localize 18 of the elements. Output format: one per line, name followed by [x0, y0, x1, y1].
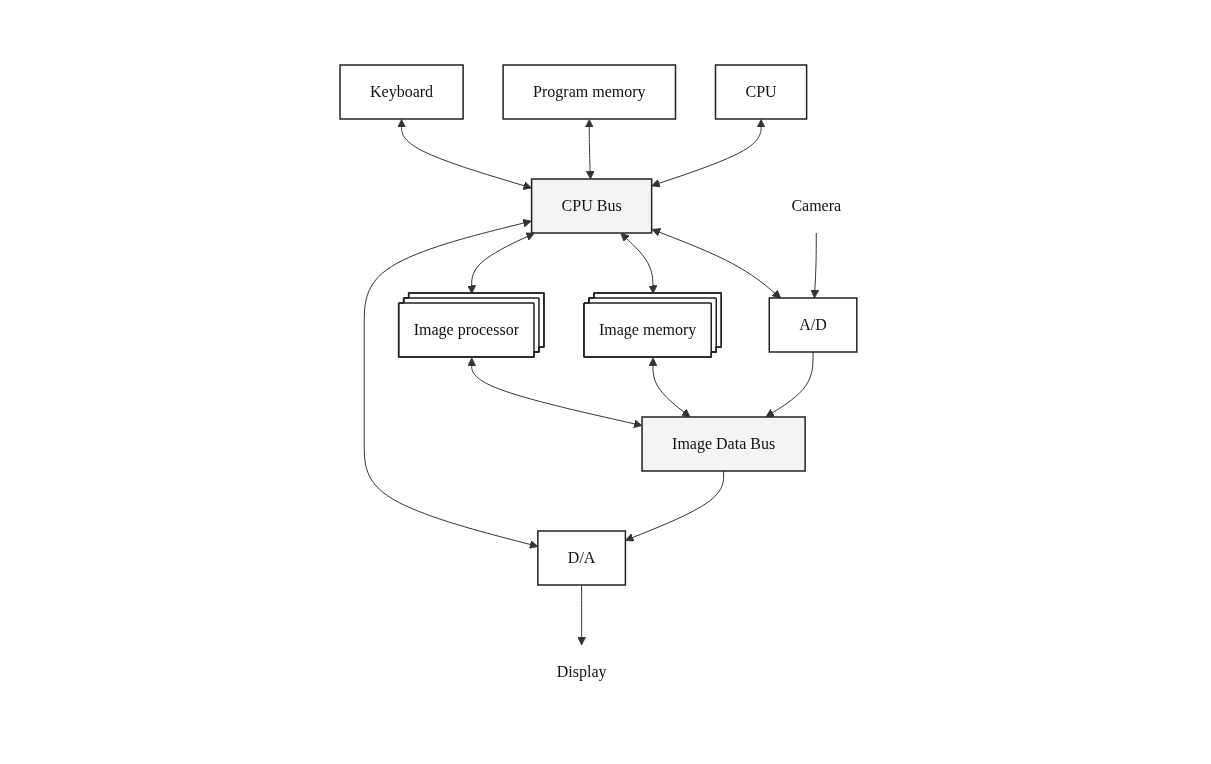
- node-box: Image Data Bus: [641, 416, 806, 472]
- arrow: [651, 119, 766, 188]
- arrow: [648, 357, 691, 418]
- arrow: [363, 218, 539, 549]
- node-box: CPU: [714, 64, 808, 120]
- arrow: [584, 119, 595, 180]
- node-box: Program memory: [502, 64, 677, 120]
- node-box: Keyboard: [339, 64, 464, 120]
- node-box: A/D: [768, 297, 858, 353]
- node-text: Camera: [791, 197, 842, 214]
- arrow: [577, 584, 586, 646]
- arrow: [765, 351, 814, 418]
- node-box: D/A: [537, 530, 627, 586]
- node-box: CPU Bus: [530, 178, 653, 234]
- arrow: [651, 228, 782, 299]
- arrow: [810, 232, 820, 299]
- node-text: Display: [556, 662, 607, 680]
- arrow: [397, 119, 532, 190]
